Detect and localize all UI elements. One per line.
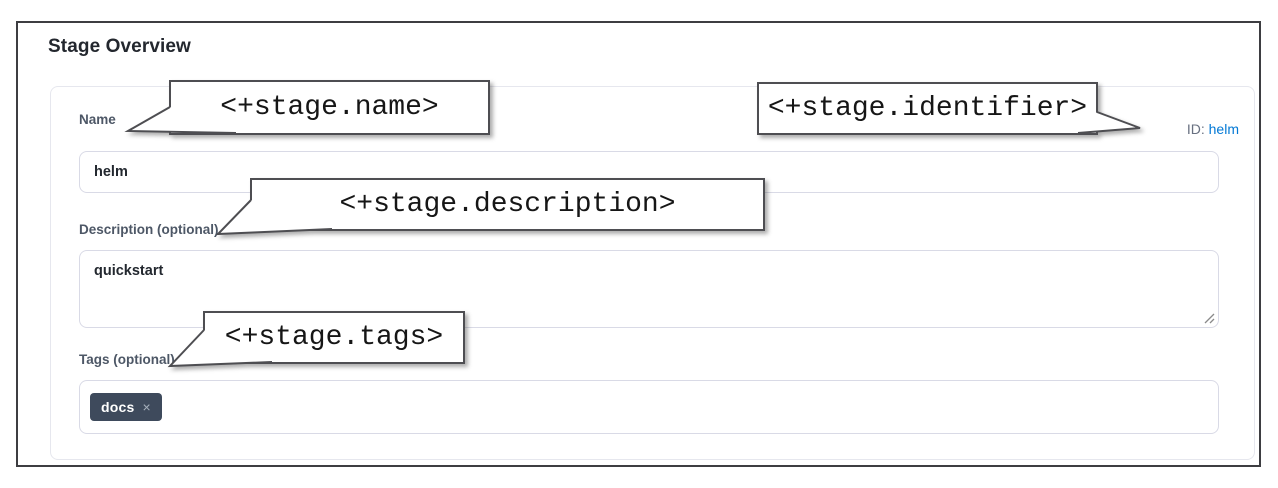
tag-remove-icon[interactable]: × [142, 399, 151, 415]
description-textarea[interactable]: quickstart [79, 250, 1219, 328]
tag-chip-label: docs [101, 399, 135, 415]
resize-handle-icon[interactable] [1202, 311, 1216, 325]
stage-id-line: ID: helm [1187, 121, 1239, 137]
name-input[interactable] [79, 151, 1219, 193]
page-title: Stage Overview [48, 36, 191, 57]
stage-overview-form-card: Name ID: helm Description (optional) qui… [50, 86, 1255, 460]
tag-chip-docs: docs × [90, 393, 162, 421]
description-field-wrap: quickstart [79, 250, 1219, 328]
name-label: Name [79, 112, 116, 127]
tags-label: Tags (optional) [79, 352, 175, 367]
description-label: Description (optional) [79, 222, 219, 237]
id-value-link[interactable]: helm [1208, 121, 1239, 137]
id-caption: ID: [1186, 121, 1205, 137]
tags-input[interactable]: docs × [79, 380, 1219, 434]
